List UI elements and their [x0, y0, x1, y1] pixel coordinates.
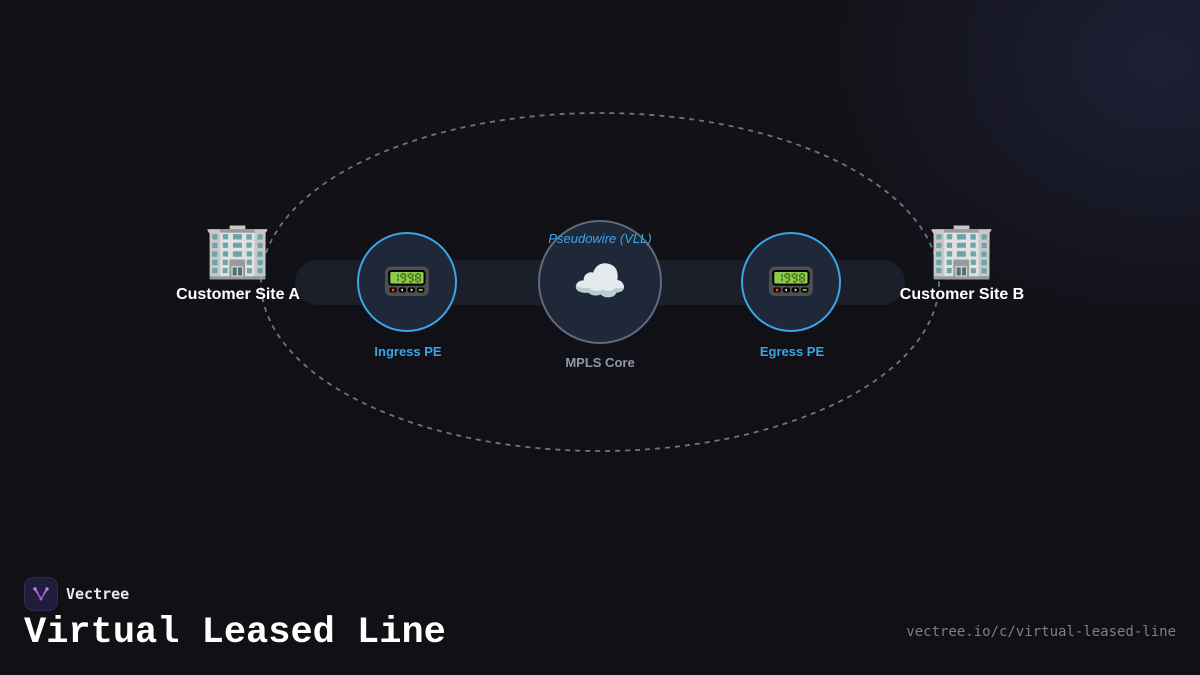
cloud-icon: ☁️	[572, 257, 628, 306]
ingress-pe-node: 📟	[357, 232, 457, 332]
egress-pe-label: Egress PE	[759, 344, 825, 359]
building-icon: 🏢	[204, 220, 272, 280]
source-url: vectree.io/c/virtual-leased-line	[906, 624, 1176, 640]
brand: Vectree	[24, 577, 129, 611]
building-icon: 🏢	[928, 220, 996, 280]
brand-name: Vectree	[66, 585, 130, 603]
ingress-pe-label: Ingress PE	[374, 344, 442, 359]
mpls-core-label: MPLS Core	[565, 355, 635, 370]
pager-icon: 📟	[382, 260, 432, 304]
customer-site-b-label: Customer Site B	[899, 286, 1025, 303]
pseudowire-label: Pseudowire (VLL)	[548, 231, 652, 246]
customer-site-a-label: Customer Site A	[176, 286, 300, 303]
customer-site-b: 🏢 Customer Site B	[882, 222, 1042, 304]
customer-site-a: 🏢 Customer Site A	[158, 222, 318, 304]
vectree-logo-icon	[24, 577, 58, 611]
page-title: Virtual Leased Line	[24, 612, 446, 654]
mpls-core-node: ☁️	[538, 220, 662, 344]
egress-pe-node: 📟	[741, 232, 841, 332]
pager-icon: 📟	[766, 260, 816, 304]
